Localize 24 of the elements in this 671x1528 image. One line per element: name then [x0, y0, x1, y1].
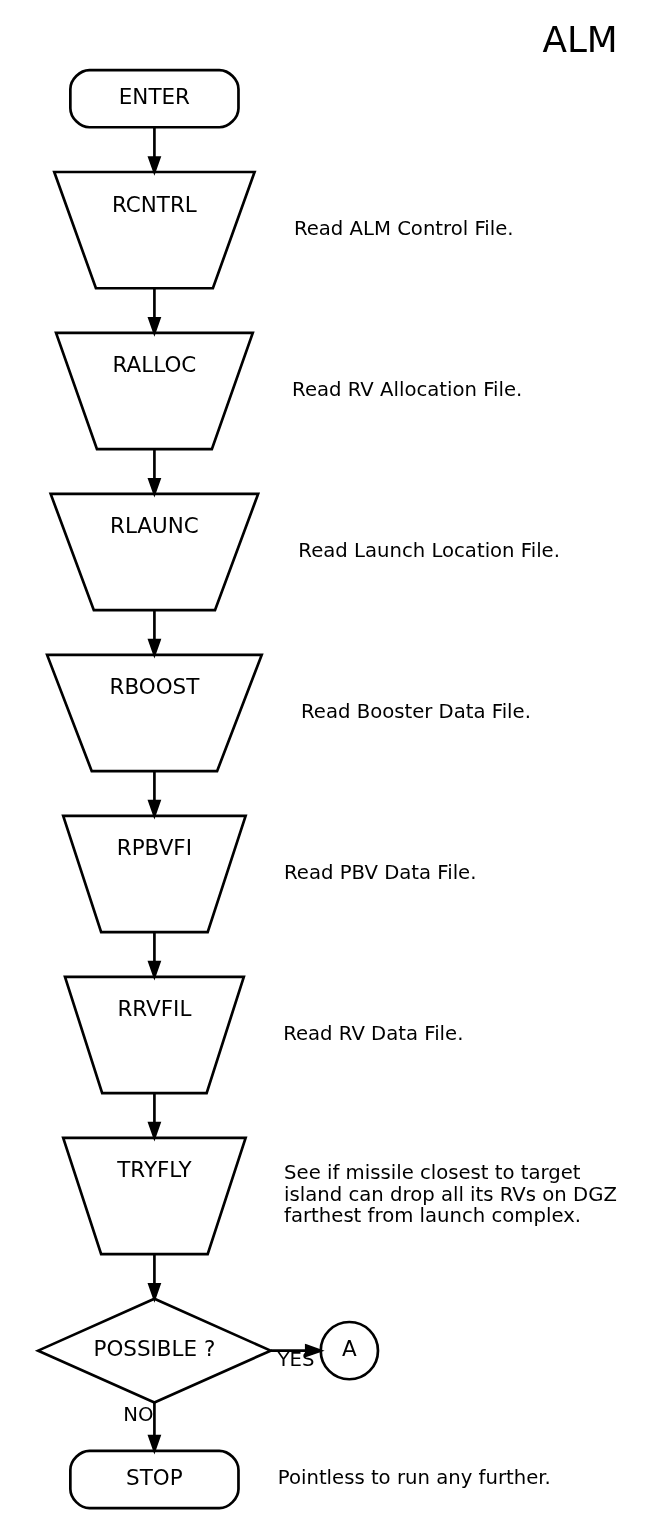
node-box: STOP	[69, 1449, 240, 1510]
arrow	[147, 771, 162, 820]
arrow	[147, 449, 162, 498]
node-label: Read Launch Location File.	[298, 539, 560, 563]
node-label: See if missile closest to target island can drop all its RVs on DGZ farthest from launch complex.	[284, 1161, 617, 1228]
node-label: Read Booster Data File.	[301, 700, 531, 724]
arrow	[147, 288, 162, 337]
arrow	[147, 1254, 162, 1303]
node-label: Pointless to run any further.	[277, 1466, 551, 1490]
arrow	[147, 932, 162, 981]
arrow	[270, 1343, 325, 1358]
arrow	[147, 610, 162, 659]
node-label: Read ALM Control File.	[293, 217, 514, 241]
node-circle: A	[319, 1320, 380, 1381]
node-label: Read RV Data File.	[283, 1021, 464, 1045]
node-label: Read RV Allocation File.	[292, 378, 523, 402]
arrow	[147, 127, 162, 176]
node-diamond: POSSIBLE ?	[34, 1297, 274, 1404]
arrow	[147, 1093, 162, 1142]
arrow	[147, 1402, 162, 1455]
node-label: Read PBV Data File.	[284, 861, 477, 884]
node-box: ENTER	[69, 68, 240, 129]
edge-label: NO	[123, 1402, 154, 1426]
diagram-title: ALM	[542, 19, 618, 61]
